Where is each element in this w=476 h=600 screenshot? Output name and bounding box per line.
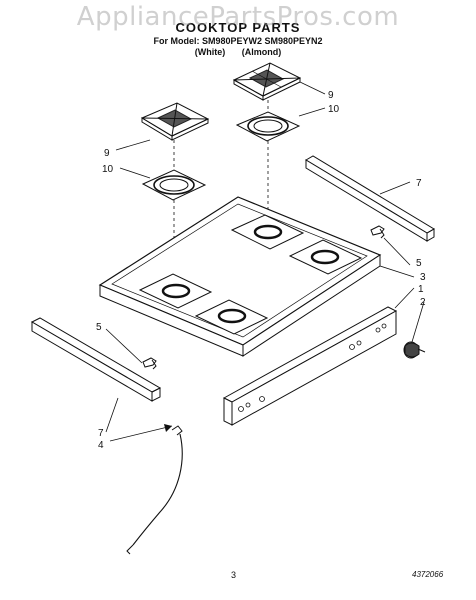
diagram-title: COOKTOP PARTS [175,20,301,35]
side-trim-left [30,317,162,402]
grate-right [232,62,302,101]
callout-7-left: 7 [98,428,104,439]
model-line: For Model: SM980PEYW2 SM980PEYN2 [153,36,323,46]
burner-gasket-right [235,111,301,142]
callout-1: 1 [418,284,424,295]
cooktop-panel [98,196,382,357]
leader-lines [105,81,425,442]
callout-7-right: 7 [416,178,422,189]
side-trim-right [305,155,435,242]
ignition-wire [126,425,183,555]
callout-5-right: 5 [416,258,422,269]
callout-5-left: 5 [96,322,102,333]
trim-clip-right [370,225,385,239]
callout-9-left: 9 [104,148,110,159]
page-number: 3 [231,570,237,580]
watermark: AppliancePartsPros.com [76,2,400,32]
callout-4: 4 [98,440,104,451]
drawing-number: 4372066 [412,570,444,579]
burner-gasket-left [141,169,207,201]
callout-10-left: 10 [102,164,114,175]
control-panel [222,306,398,426]
callout-3: 3 [420,272,426,283]
callout-2: 2 [420,297,426,308]
callout-9-right: 9 [328,90,334,101]
trim-clip-left [142,357,157,370]
grate-left [140,102,210,141]
callout-10-right: 10 [328,104,340,115]
control-knob [403,341,426,359]
color-variants: (White) (Almond) [194,47,282,57]
